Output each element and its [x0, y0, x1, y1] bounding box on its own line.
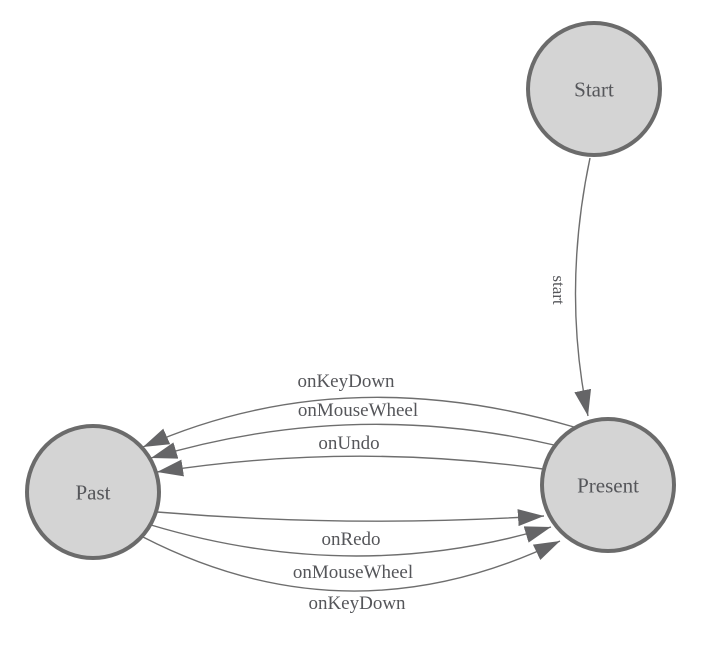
transition-label-start: start [549, 275, 568, 305]
transition-edge-onmousewheel-present-to-past[interactable] [150, 423, 555, 459]
transition-edge-onkeydown-present-to-past[interactable] [142, 396, 575, 448]
transition-label-onkeydown-bottom: onKeyDown [308, 593, 406, 614]
transition-edge-onundo-present-to-past[interactable] [156, 455, 544, 477]
state-label-present: Present [577, 473, 639, 497]
state-node-past[interactable]: Past [25, 424, 161, 560]
transition-label-onundo: onUndo [318, 433, 379, 454]
state-circle-present[interactable] [540, 417, 676, 553]
transition-label-onmousewheel-top: onMouseWheel [298, 400, 418, 421]
transitions-layer [142, 157, 592, 592]
transition-edge-onredo-past-to-present[interactable] [156, 509, 545, 527]
transition-label-onmousewheel-bottom: onMouseWheel [293, 562, 413, 583]
state-circle-past[interactable] [25, 424, 161, 560]
state-node-present[interactable]: Present [540, 417, 676, 553]
transition-edge-onmousewheel-past-to-present[interactable] [150, 524, 552, 557]
state-label-past: Past [75, 480, 110, 504]
transition-edge-onkeydown-past-to-present[interactable] [142, 536, 561, 592]
state-node-start[interactable]: Start [526, 21, 662, 157]
transition-edge-start-to-present[interactable] [574, 157, 592, 417]
transition-labels-layer: start onKeyDown onMouseWheel onUndo onRe… [293, 275, 568, 614]
transition-label-onredo: onRedo [321, 529, 380, 550]
state-circle-start[interactable] [526, 21, 662, 157]
state-label-start: Start [574, 77, 614, 101]
transition-label-onkeydown-top: onKeyDown [297, 371, 395, 392]
